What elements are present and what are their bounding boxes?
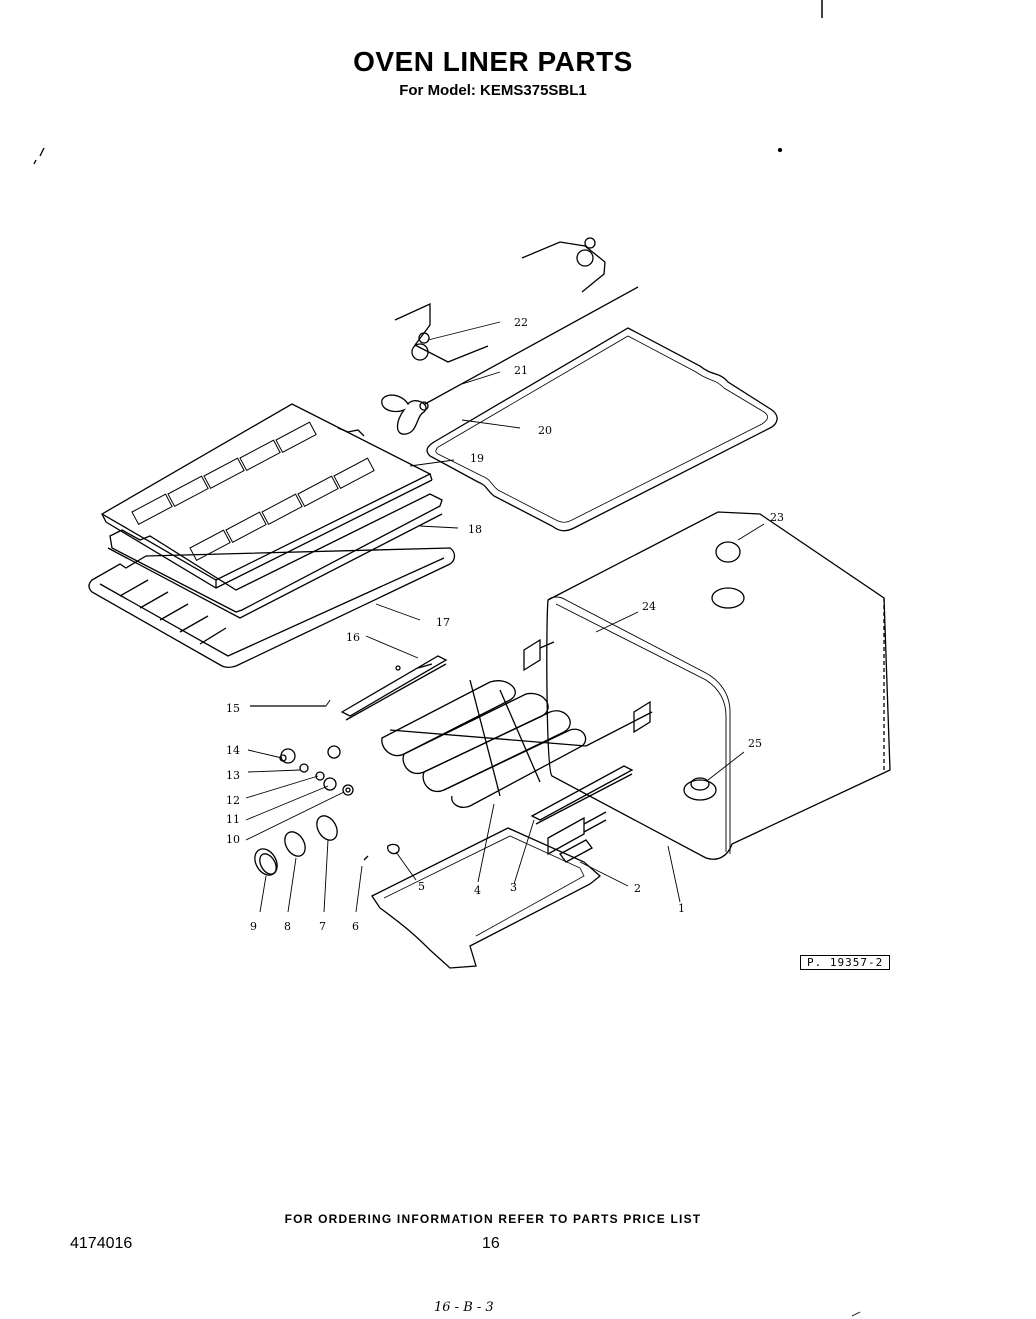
part-2-bracket (547, 811, 607, 863)
callout-20: 20 (538, 424, 552, 437)
leader-lines (245, 321, 765, 913)
figure-reference: P. 19357-2 (800, 955, 891, 970)
callout-21: 21 (514, 364, 528, 377)
document-number: 4174016 (70, 1235, 133, 1252)
callout-8: 8 (284, 920, 291, 933)
callout-labels: 22 21 20 19 18 17 16 15 14 13 12 11 10 9… (226, 316, 784, 933)
part-17-oven-rack (88, 547, 456, 669)
callout-16: 16 (346, 631, 360, 644)
callout-11: 11 (226, 813, 240, 826)
parts-7-9-rings (254, 815, 369, 876)
part-18-panel-tray (107, 493, 443, 619)
part-22-rack-support-top (394, 237, 606, 363)
model-subtitle: For Model: KEMS375SBL1 (399, 82, 587, 99)
callout-13: 13 (226, 769, 240, 782)
part-3-rod (530, 765, 634, 825)
part-1-oven-liner (546, 511, 891, 860)
callout-25: 25 (748, 737, 762, 750)
handwritten-note: 16 - B - 3 (434, 1300, 494, 1315)
callout-1: 1 (678, 902, 685, 915)
callout-23: 23 (770, 511, 784, 524)
callout-2: 2 (634, 882, 641, 895)
callout-6: 6 (352, 920, 359, 933)
callout-17: 17 (436, 616, 450, 629)
ordering-note: FOR ORDERING INFORMATION REFER TO PARTS … (284, 1212, 702, 1226)
callout-19: 19 (470, 452, 484, 465)
callout-24: 24 (642, 600, 656, 613)
part-5-lower-element (371, 827, 602, 969)
part-21-element-rod (381, 286, 639, 435)
callout-12: 12 (226, 794, 240, 807)
callout-9: 9 (250, 920, 257, 933)
part-16-shield (340, 655, 448, 721)
page-title: OVEN LINER PARTS (353, 46, 633, 77)
callout-22: 22 (514, 316, 528, 329)
callout-3: 3 (510, 881, 517, 894)
page-number: 16 (482, 1235, 500, 1252)
callout-7: 7 (319, 920, 326, 933)
parts-10-14-hardware (279, 745, 354, 796)
callout-15: 15 (226, 702, 240, 715)
callout-4: 4 (474, 884, 481, 897)
callout-18: 18 (468, 523, 482, 536)
callout-14: 14 (226, 744, 240, 757)
callout-10: 10 (226, 833, 240, 846)
part-20-broil-element (426, 327, 778, 532)
part-19-bottom-panel (100, 403, 433, 589)
callout-5: 5 (418, 880, 425, 893)
part-4-bake-element (381, 638, 653, 808)
